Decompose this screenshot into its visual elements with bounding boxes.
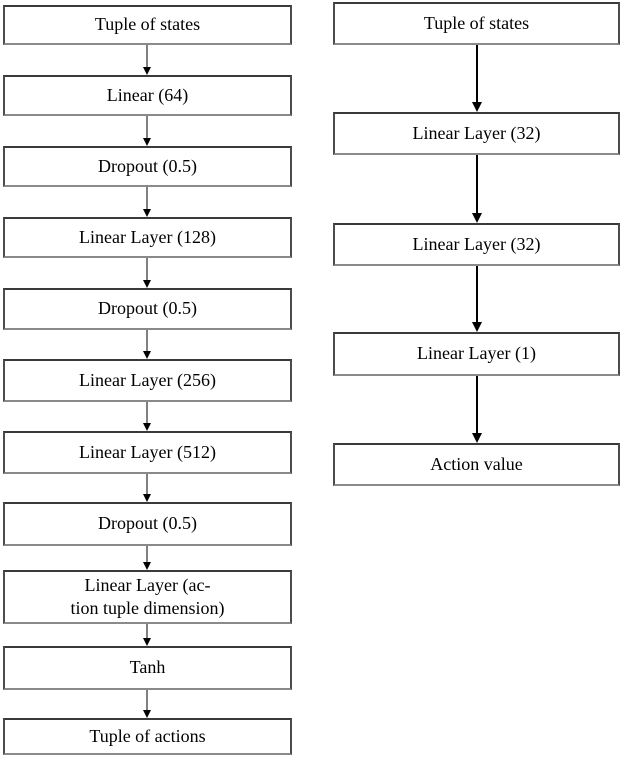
node-dropout-1: Dropout (0.5) [3, 146, 292, 187]
node-linear-32-a: Linear Layer (32) [333, 112, 620, 155]
node-tanh: Tanh [3, 646, 292, 690]
arrow-down-icon [471, 155, 483, 223]
arrow-down-icon [141, 187, 153, 217]
arrow-down-icon [141, 45, 153, 75]
arrow-down-icon [141, 330, 153, 359]
node-linear-256: Linear Layer (256) [3, 359, 292, 402]
node-tuple-of-states-2: Tuple of states [333, 2, 620, 45]
node-linear-action-dim: Linear Layer (ac- tion tuple dimension) [3, 570, 292, 624]
node-label-line1: Linear Layer (ac- [84, 574, 211, 595]
arrow-down-icon [141, 258, 153, 288]
node-action-value: Action value [333, 443, 620, 486]
node-linear-1: Linear Layer (1) [333, 332, 620, 376]
node-linear-64: Linear (64) [3, 75, 292, 116]
node-dropout-2: Dropout (0.5) [3, 288, 292, 330]
arrow-down-icon [141, 474, 153, 502]
arrow-down-icon [471, 266, 483, 332]
node-label-line2: tion tuple dimension) [70, 598, 225, 618]
arrow-down-icon [141, 402, 153, 431]
arrow-down-icon [141, 690, 153, 718]
node-linear-32-b: Linear Layer (32) [333, 223, 620, 266]
arrow-down-icon [141, 116, 153, 146]
arrow-down-icon [141, 546, 153, 570]
arrow-down-icon [471, 45, 483, 112]
node-tuple-of-states: Tuple of states [3, 5, 292, 45]
node-tuple-of-actions: Tuple of actions [3, 718, 292, 755]
arrow-down-icon [471, 376, 483, 443]
arrow-down-icon [141, 624, 153, 646]
node-linear-128: Linear Layer (128) [3, 217, 292, 258]
node-linear-512: Linear Layer (512) [3, 431, 292, 474]
node-dropout-3: Dropout (0.5) [3, 502, 292, 546]
